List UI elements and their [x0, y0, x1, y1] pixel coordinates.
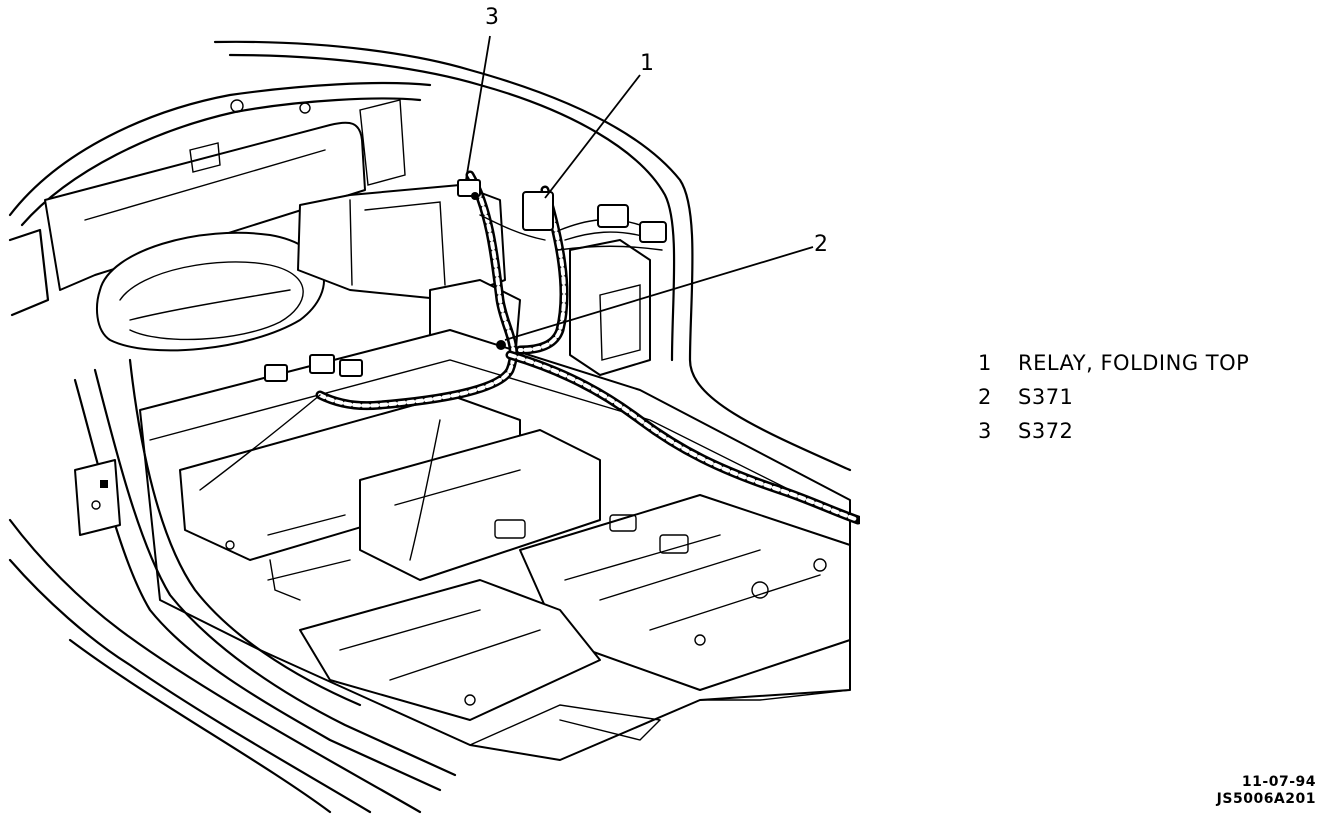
wiring-harness: [199, 170, 860, 561]
callout-2-label: 2: [814, 232, 828, 257]
callout-1-leader: [544, 74, 641, 199]
callout-2-leader: [504, 246, 814, 341]
rocker-panel: [73, 358, 457, 792]
legend-item: 1 RELAY, FOLDING TOP: [978, 346, 1249, 380]
relay-folding-top: [522, 191, 554, 231]
components: [264, 179, 667, 382]
spare-tire-well: [96, 231, 325, 352]
legend-label: S372: [1018, 419, 1074, 443]
legend-item: 3 S372: [978, 414, 1249, 448]
figure-footer: 11-07-94 JS5006A201: [1217, 774, 1316, 808]
body-outline: [8, 40, 852, 814]
legend-label: RELAY, FOLDING TOP: [1018, 351, 1250, 375]
legend-number: 3: [978, 419, 992, 443]
legend-number: 2: [978, 385, 992, 409]
callout-1-label: 1: [640, 51, 654, 76]
legend: 1 RELAY, FOLDING TOP 2 S371 3 S372: [978, 346, 1249, 448]
figure-id: JS5006A201: [1216, 791, 1316, 807]
figure-date: 11-07-94: [1241, 774, 1316, 790]
legend-label: S371: [1018, 385, 1074, 409]
leader-lines: [465, 35, 814, 341]
callout-3-leader: [465, 35, 491, 181]
vehicle-rear-floor-drawing: 3 1 2: [8, 5, 860, 814]
legend-item: 2 S371: [978, 380, 1249, 414]
callout-3-label: 3: [485, 5, 499, 30]
floor-pan: [139, 329, 851, 761]
legend-number: 1: [978, 351, 992, 375]
